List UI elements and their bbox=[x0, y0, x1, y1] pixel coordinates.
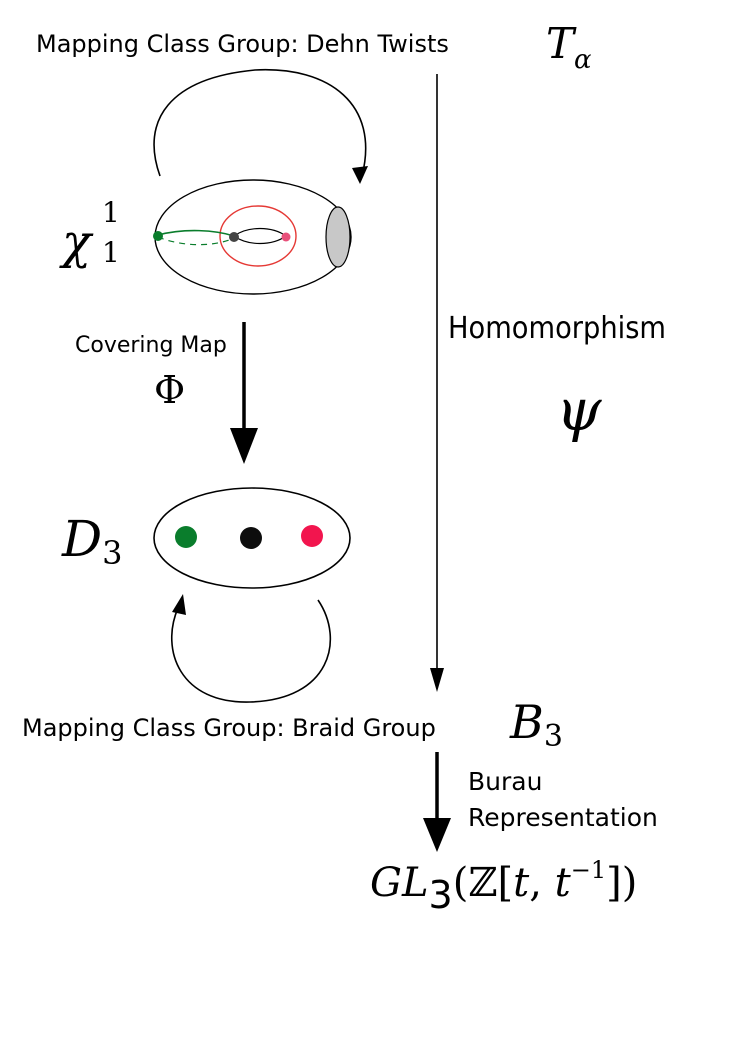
dehn-twist-symbol: Tα bbox=[546, 19, 592, 75]
covering-map-symbol: Φ bbox=[154, 368, 185, 412]
target-comma: , bbox=[529, 860, 554, 906]
braid-group-label: Mapping Class Group: Braid Group bbox=[22, 714, 436, 742]
surface-symbol-sup: 1 bbox=[102, 196, 120, 229]
target-open: ( bbox=[453, 860, 469, 906]
target-ring: ℤ bbox=[468, 860, 497, 906]
target-group: GL3(ℤ[t, t−1]) bbox=[370, 856, 637, 917]
target-t: t bbox=[513, 860, 530, 906]
dehn-twists-label: Mapping Class Group: Dehn Twists bbox=[36, 30, 449, 58]
burau-label-line2: Representation bbox=[468, 803, 658, 832]
braid-loop-arrow bbox=[170, 599, 332, 703]
surface-symbol-main: χ bbox=[59, 214, 94, 270]
homomorphism-label: Homomorphism bbox=[448, 311, 666, 346]
braid-group-symbol-main: B bbox=[509, 695, 544, 749]
target-sub: 3 bbox=[429, 873, 453, 917]
twist-curve-red bbox=[219, 205, 297, 267]
surface-point-green bbox=[153, 231, 163, 241]
braid-loop-arrowhead bbox=[172, 594, 186, 615]
dehn-twist-symbol-main: T bbox=[546, 19, 577, 68]
target-gl: GL bbox=[370, 860, 429, 906]
disk-point-green bbox=[175, 526, 197, 548]
surface-point-black bbox=[229, 232, 239, 242]
covering-map-arrowhead bbox=[230, 428, 258, 464]
arc-front-green bbox=[157, 229, 235, 237]
covering-map-label: Covering Map bbox=[75, 333, 227, 358]
surface-symbol-sub: 1 bbox=[102, 236, 120, 269]
target-bracket-open: [ bbox=[498, 860, 514, 906]
handle-slit bbox=[232, 227, 288, 245]
disk-point-red bbox=[301, 525, 323, 547]
homomorphism-arrowhead bbox=[430, 668, 444, 692]
surface-symbol: χ bbox=[59, 214, 94, 270]
arc-back-green bbox=[157, 236, 235, 246]
target-exponent: −1 bbox=[571, 856, 606, 884]
disk-symbol-main: D bbox=[61, 510, 102, 568]
braid-group-symbol: B3 bbox=[509, 695, 563, 754]
braid-group-symbol-sub: 3 bbox=[544, 719, 563, 754]
homomorphism-symbol: ψ bbox=[556, 376, 602, 444]
disk-symbol-sub: 3 bbox=[102, 534, 122, 572]
target-close: ]) bbox=[606, 860, 637, 906]
burau-label-line1: Burau bbox=[468, 767, 542, 796]
disk-point-black bbox=[240, 527, 262, 549]
target-t2: t bbox=[555, 860, 572, 906]
burau-arrowhead bbox=[423, 818, 451, 852]
dehn-twist-arrowhead bbox=[352, 166, 368, 184]
dehn-twist-loop-arrow bbox=[153, 68, 367, 177]
disk-outline bbox=[153, 487, 351, 589]
surface-point-pink bbox=[281, 232, 291, 242]
surface-outline bbox=[154, 179, 352, 295]
dehn-twist-symbol-sub: α bbox=[574, 45, 592, 75]
disk-symbol: D3 bbox=[61, 510, 122, 572]
boundary-component bbox=[325, 206, 351, 268]
